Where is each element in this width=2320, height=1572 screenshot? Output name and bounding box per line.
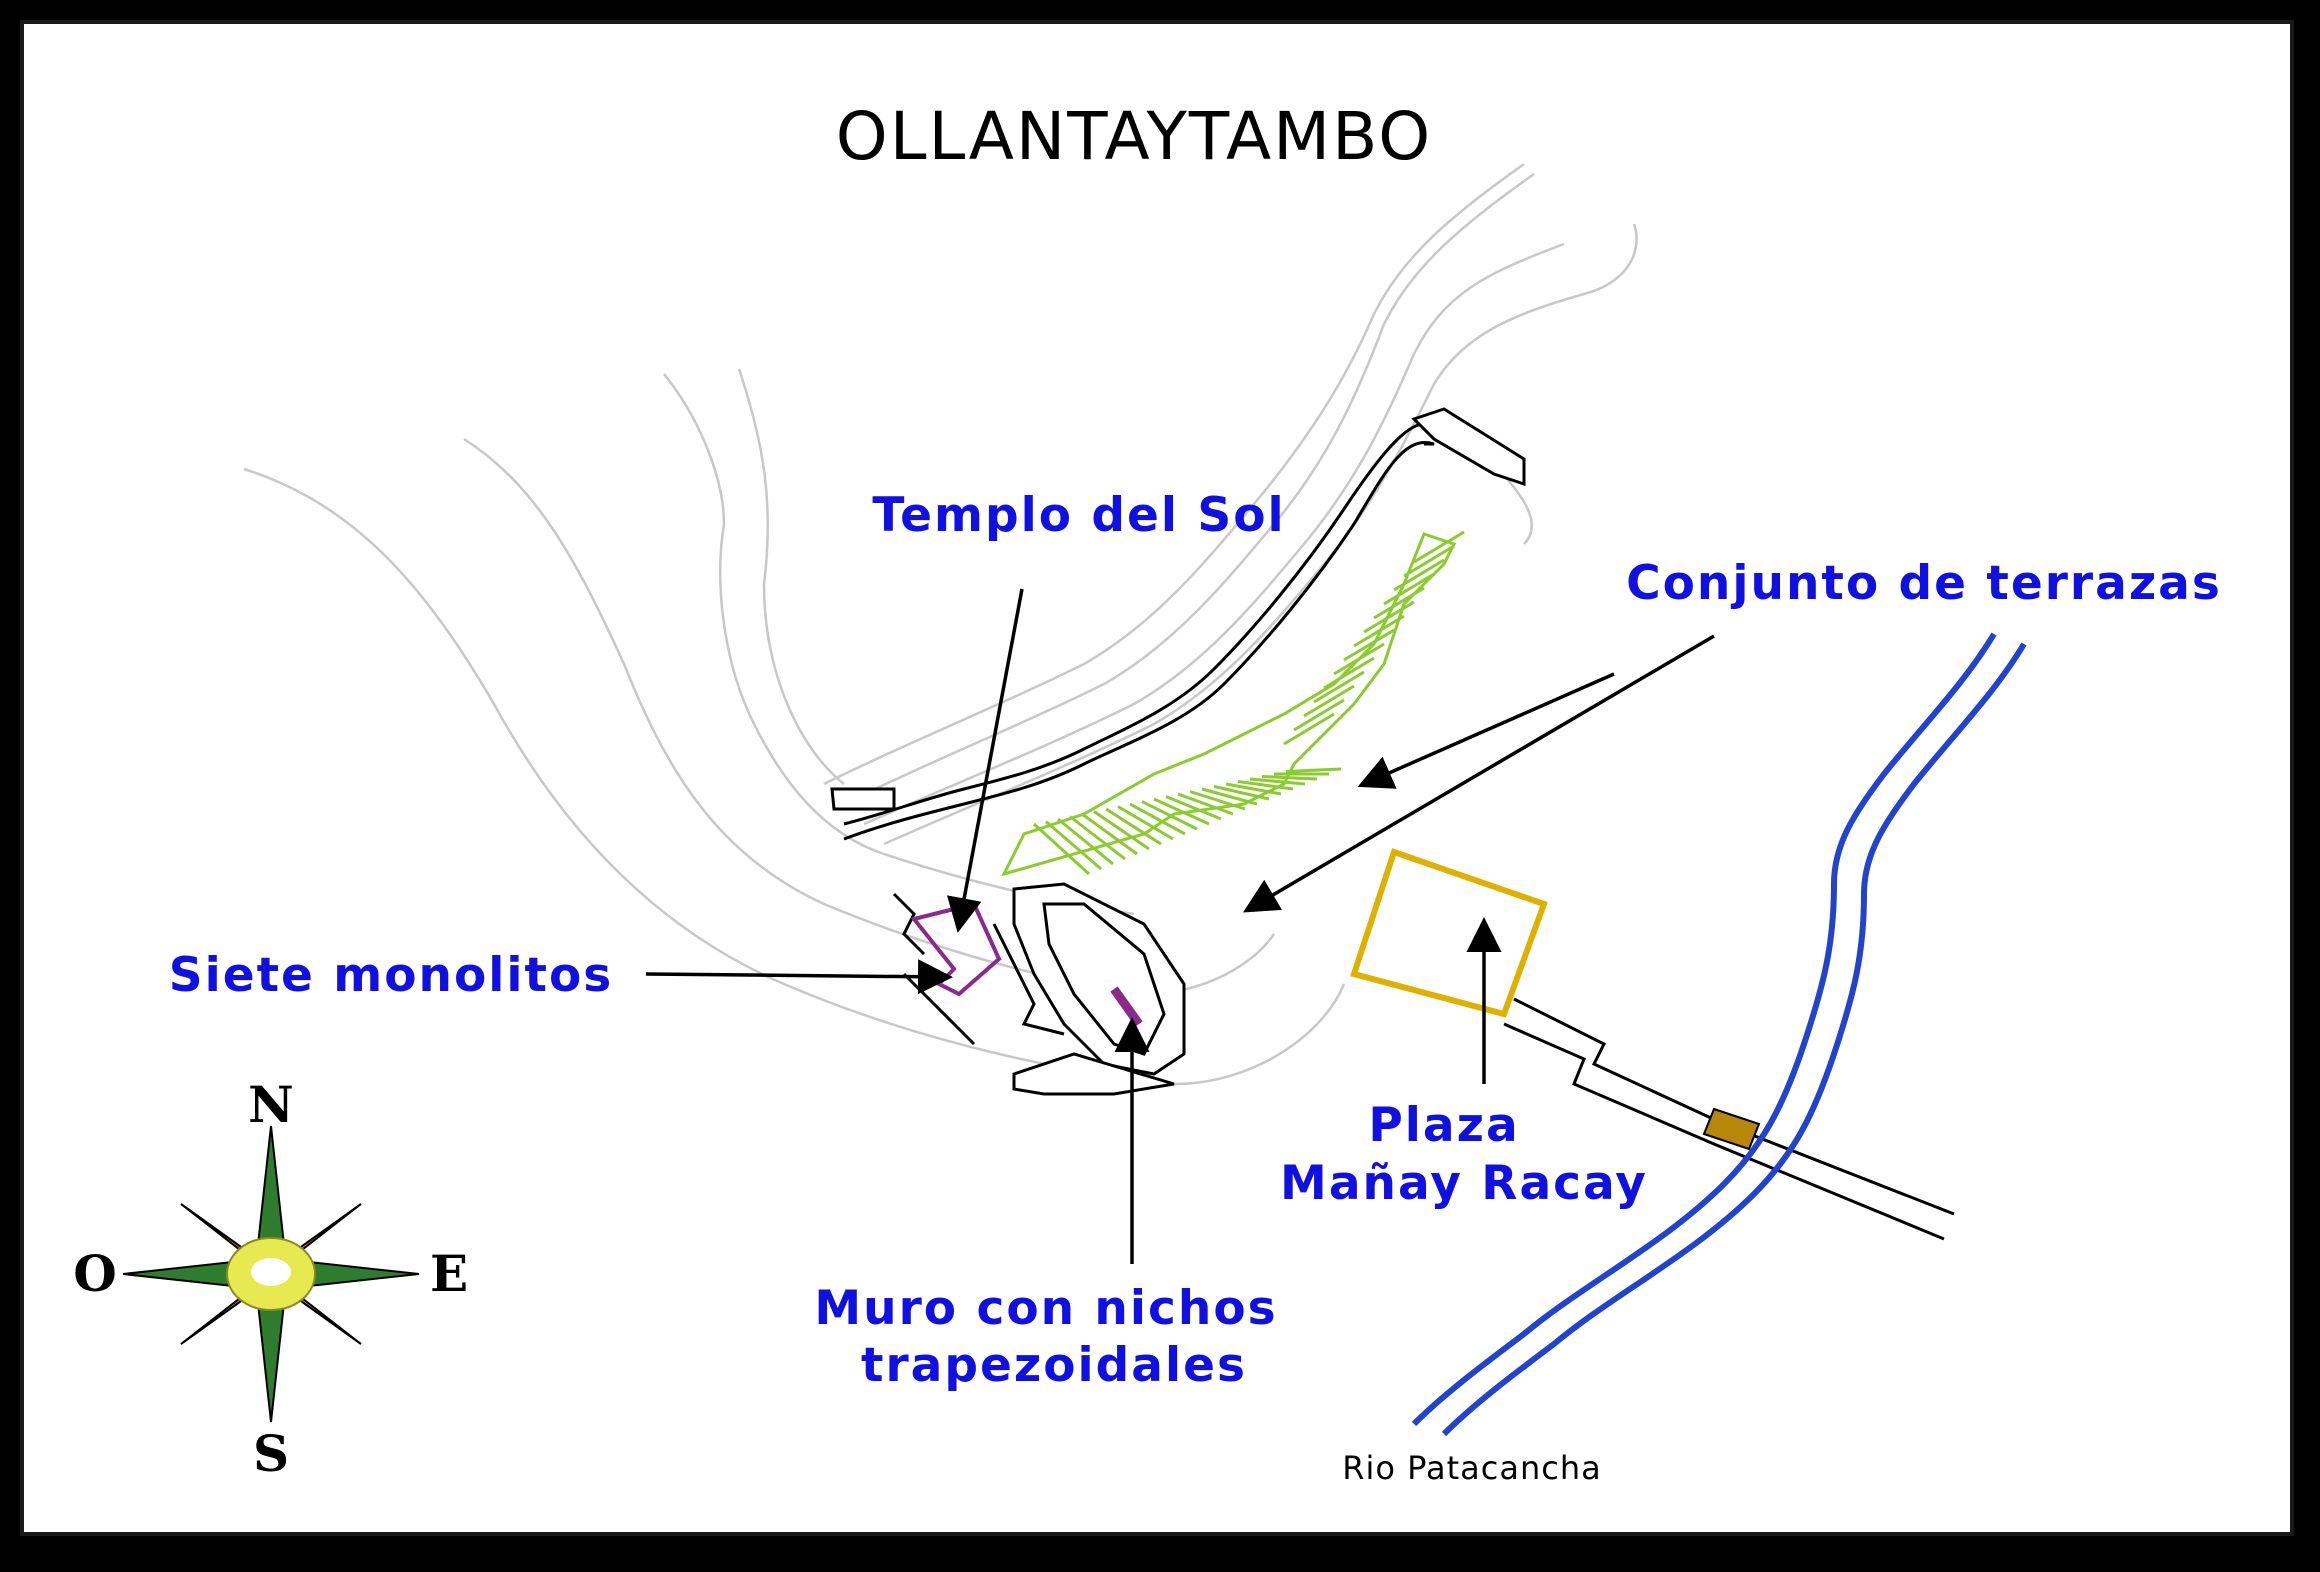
terrace-hatch-line xyxy=(1333,642,1385,676)
terrace-hatch-line xyxy=(1165,795,1222,821)
contour-line xyxy=(737,368,845,785)
terrace-hatch-line xyxy=(1189,790,1246,811)
terrace-hatch-line xyxy=(1129,802,1186,836)
terrace-hatch-line xyxy=(1363,600,1415,634)
upper-road xyxy=(830,407,1526,841)
map-canvas: OLLANTAYTAMBO xyxy=(73,98,2222,1487)
terrace-hatch-line xyxy=(1403,544,1455,578)
label-templo-del-sol: Templo del Sol xyxy=(872,488,1285,543)
terrace-hatch-line xyxy=(1261,775,1318,781)
terrace-hatch-line xyxy=(1032,822,1091,876)
plaza-outline xyxy=(1350,848,1548,1018)
valley-road xyxy=(1503,997,1955,1241)
compass-west: O xyxy=(73,1244,117,1303)
label-siete-monolitos: Siete monolitos xyxy=(169,948,614,1003)
river-bank xyxy=(1441,642,2027,1437)
compass-south: S xyxy=(253,1424,289,1483)
ruins-stairs xyxy=(892,892,926,956)
road-line xyxy=(1503,1022,1945,1241)
upper-wall xyxy=(1411,407,1526,487)
ruins-edge xyxy=(902,972,976,1046)
compass-east: E xyxy=(430,1244,468,1303)
arrow-terrazas-2 xyxy=(1242,634,1715,913)
map-frame: OLLANTAYTAMBO xyxy=(20,20,2294,1536)
terrace-hatch-line xyxy=(1285,767,1342,773)
terrace-hatch-line xyxy=(1293,698,1345,732)
terrace-hatch-line xyxy=(1383,572,1435,606)
terrace-hatch-line xyxy=(1153,797,1210,826)
label-trapezoidales: trapezoidales xyxy=(861,1338,1247,1393)
lower-ruins-base xyxy=(1012,1052,1175,1096)
terrace-hatch-line xyxy=(1057,817,1114,866)
terrace-hatch-line xyxy=(1213,785,1270,801)
label-manay-racay: Mañay Racay xyxy=(1280,1156,1648,1211)
terrace-hatch-line xyxy=(1069,815,1126,861)
ruins-stairs xyxy=(992,923,1065,1036)
terrace-hatching xyxy=(1032,530,1465,876)
terraces xyxy=(1001,530,1465,877)
terrace-hatch-line xyxy=(1201,787,1258,806)
terrace-hatch-line xyxy=(1045,820,1102,871)
terrace-hatch-line xyxy=(1237,780,1294,791)
terrace-hatch-line xyxy=(1225,782,1282,796)
contour-lines xyxy=(243,162,1638,1086)
terrace-hatch-line xyxy=(1303,684,1355,718)
label-rio-patacancha: Rio Patacancha xyxy=(1342,1449,1601,1487)
terrace-hatch-line xyxy=(1177,792,1234,816)
map-title: OLLANTAYTAMBO xyxy=(836,98,1432,175)
small-wall xyxy=(830,787,896,811)
terrace-hatch-line xyxy=(1283,712,1335,746)
terrace-outline xyxy=(1001,532,1457,877)
road-outline xyxy=(843,441,1435,841)
pointer-arrows xyxy=(645,588,1715,1264)
road-line xyxy=(1513,997,1955,1216)
arrow-templo xyxy=(946,588,1024,933)
bridge xyxy=(1702,1107,1761,1151)
compass-center-highlight xyxy=(251,1258,291,1286)
contour-line xyxy=(843,172,1535,806)
terrace-hatch-line xyxy=(1373,586,1425,620)
river-bank xyxy=(1411,632,1997,1427)
compass-north: N xyxy=(248,1075,294,1134)
terrace-hatch-line xyxy=(1141,800,1198,831)
terrace-hatch-line xyxy=(1323,656,1375,690)
terrace-hatch-line xyxy=(1343,628,1395,662)
rio-patacancha xyxy=(1411,632,2027,1437)
ruins-complex xyxy=(892,882,1186,1096)
arrow-terrazas-1 xyxy=(1357,672,1615,789)
arrow-monolitos xyxy=(645,959,953,995)
terrace-hatch-line xyxy=(1353,614,1405,648)
terrace-hatch-line xyxy=(1413,530,1465,564)
terrace-hatch-line xyxy=(1313,670,1365,704)
terrace-hatch-line xyxy=(1105,807,1162,846)
terrace-hatch-line xyxy=(1093,810,1150,851)
terrace-hatch-line xyxy=(1117,805,1174,841)
map-labels: Templo del Sol Conjunto de terrazas Siet… xyxy=(169,488,2222,1487)
terrace-hatch-line xyxy=(1249,777,1306,786)
label-conjunto-de-terrazas: Conjunto de terrazas xyxy=(1626,556,2222,611)
temple-structure xyxy=(910,901,1002,997)
contour-line xyxy=(823,162,1525,786)
contour-line xyxy=(663,373,1135,916)
label-muro-con-nichos: Muro con nichos xyxy=(814,1281,1277,1336)
terrace-hatch-line xyxy=(1081,812,1138,856)
terrace-hatch-line xyxy=(1393,558,1445,592)
road-outline xyxy=(843,422,1425,826)
contour-line xyxy=(863,242,1565,826)
label-plaza: Plaza xyxy=(1368,1098,1519,1153)
compass-rose: N S E O xyxy=(73,1075,468,1483)
